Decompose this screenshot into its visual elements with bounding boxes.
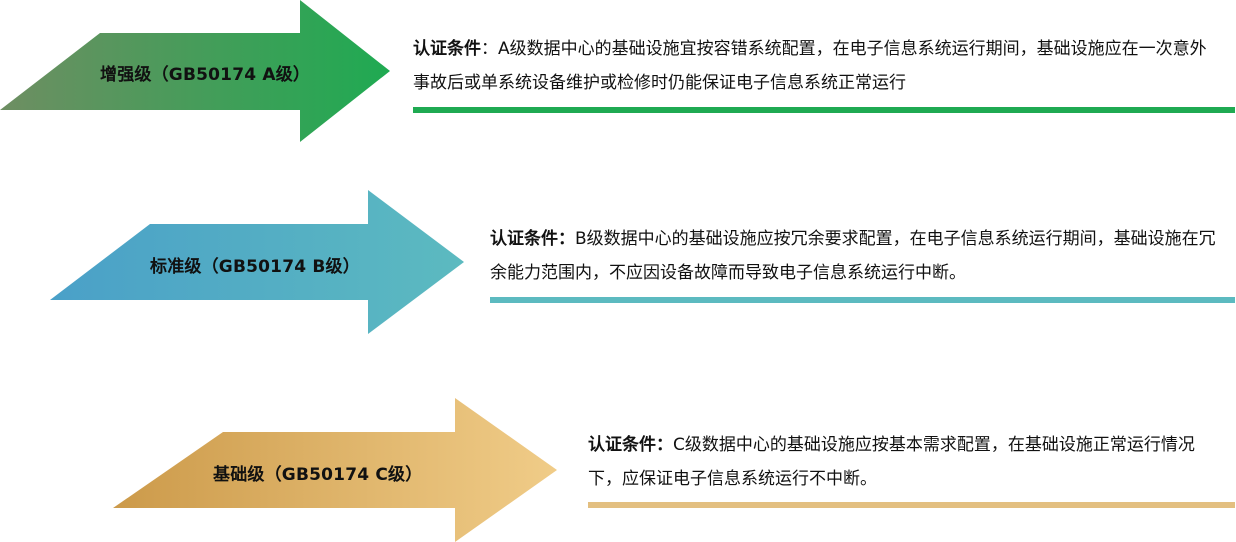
arrow-label-c: 基础级（GB50174 C级） [213, 465, 423, 485]
underline-rule-a [413, 107, 1235, 113]
arrow-polygon-c [113, 398, 557, 542]
condition-lead-c: 认证条件： [588, 435, 673, 455]
condition-lead-a: 认证条件 [413, 39, 481, 59]
condition-body-c: C级数据中心的基础设施应按基本需求配置，在基础设施正常运行情况下，应保证电子信息… [588, 435, 1195, 489]
condition-body-a: A级数据中心的基础设施宜按容错系统配置，在电子信息系统运行期间，基础设施应在一次… [413, 39, 1207, 93]
arrow-level-c: 基础级（GB50174 C级） [113, 398, 557, 542]
arrow-shape-a [0, 0, 390, 142]
condition-body-b: B级数据中心的基础设施应按冗余要求配置，在电子信息系统运行期间，基础设施在冗余能… [490, 229, 1216, 283]
condition-lead-b: 认证条件： [490, 229, 575, 249]
arrow-level-a: 增强级（GB50174 A级） [0, 0, 390, 142]
arrow-polygon-b [50, 190, 464, 334]
arrow-level-b: 标准级（GB50174 B级） [50, 190, 464, 334]
arrow-polygon-a [0, 0, 390, 142]
underline-rule-c [588, 502, 1235, 508]
arrow-shape-c [113, 398, 557, 542]
condition-sep-a: ： [481, 39, 498, 59]
underline-rule-b [490, 297, 1235, 303]
arrow-shape-b [50, 190, 464, 334]
condition-text-a: 认证条件：A级数据中心的基础设施宜按容错系统配置，在电子信息系统运行期间，基础设… [413, 32, 1223, 100]
condition-text-c: 认证条件：C级数据中心的基础设施应按基本需求配置，在基础设施正常运行情况下，应保… [588, 428, 1228, 496]
arrow-label-b: 标准级（GB50174 B级） [150, 257, 360, 277]
arrow-label-a: 增强级（GB50174 A级） [100, 65, 311, 85]
condition-text-b: 认证条件：B级数据中心的基础设施应按冗余要求配置，在电子信息系统运行期间，基础设… [490, 222, 1225, 290]
